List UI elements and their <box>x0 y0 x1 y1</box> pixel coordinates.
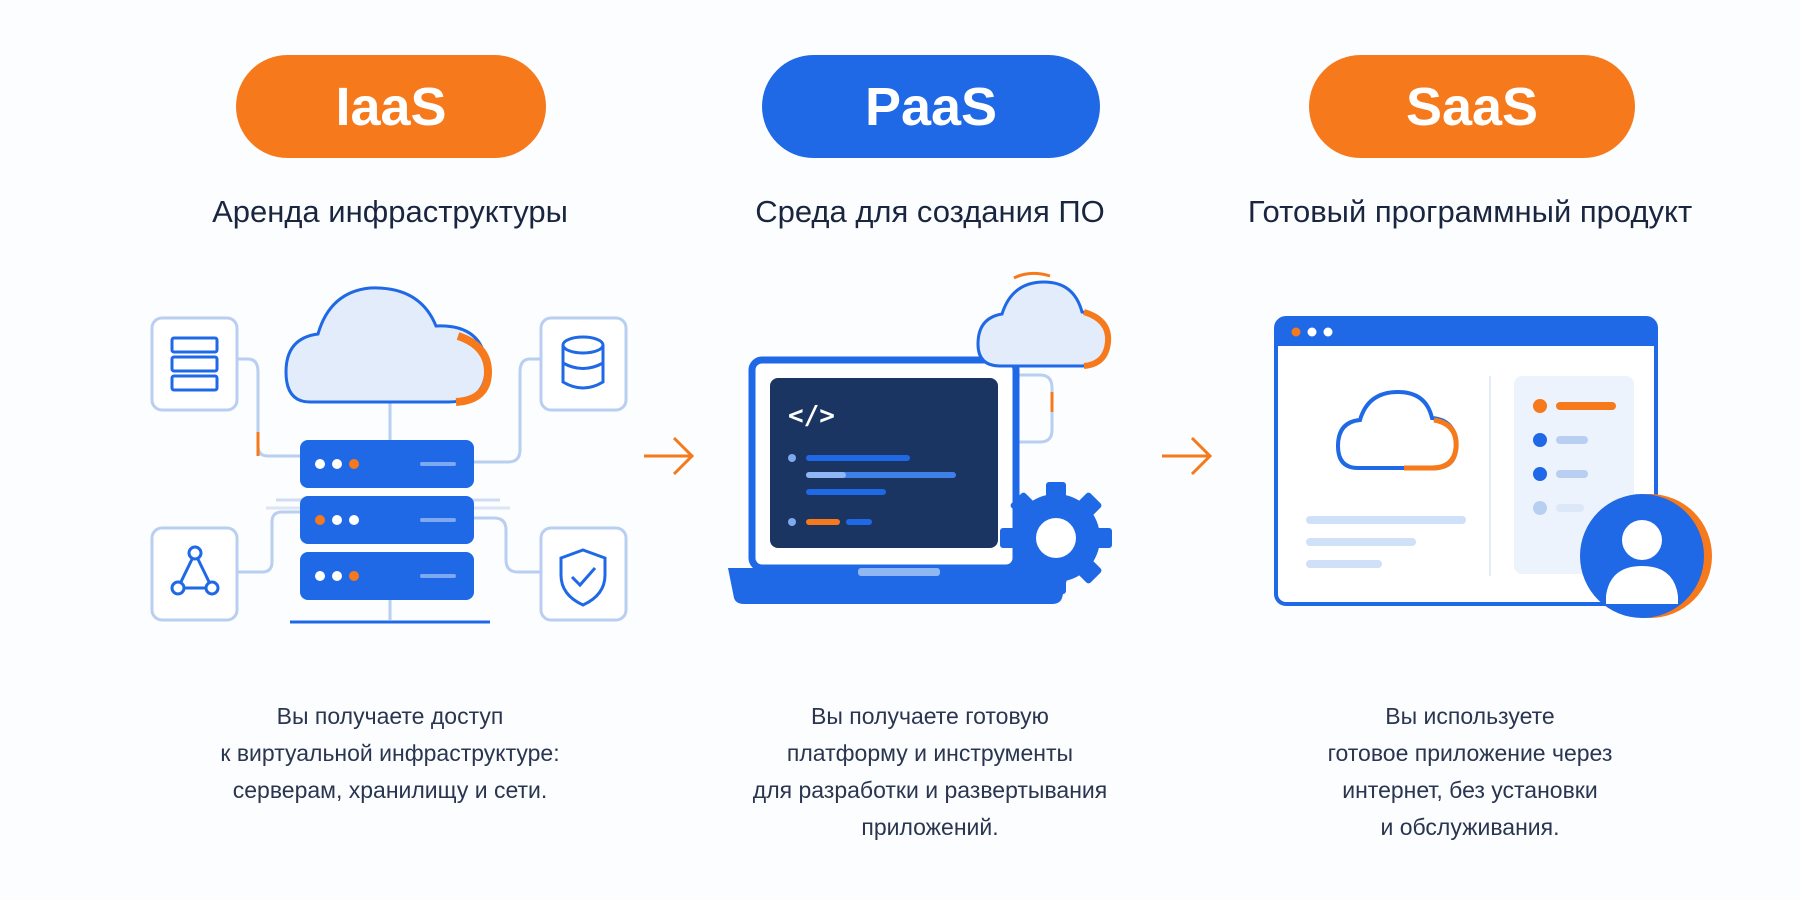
paas-connector <box>1014 373 1054 444</box>
paas-description-line: приложений. <box>861 814 999 840</box>
cloud-icon <box>976 271 1112 369</box>
saas-description-line: и обслуживания. <box>1380 814 1560 840</box>
saas-badge: SaaS <box>1309 55 1635 158</box>
iaas-badge: IaaS <box>236 55 546 158</box>
paas-subtitle: Среда для создания ПО <box>755 194 1105 229</box>
saas-subtitle: Готовый программный продукт <box>1247 194 1693 229</box>
iaas-description: Вы получаете доступ к виртуальной инфрас… <box>170 698 610 809</box>
server-rack-icon <box>290 440 490 624</box>
network-nodes-icon <box>150 526 239 622</box>
saas-illustration <box>1274 316 1712 618</box>
laptop-icon <box>728 356 1070 604</box>
server-list-icon <box>150 316 239 412</box>
paas-badge: PaaS <box>762 55 1100 158</box>
database-icon <box>539 316 628 412</box>
paas-description-line: для разработки и развертывания <box>752 777 1108 803</box>
saas-description-line: интернет, без установки <box>1342 777 1598 803</box>
iaas-description-line: к виртуальной инфраструктуре: <box>220 740 560 766</box>
saas-description-line: готовое приложение через <box>1327 740 1613 766</box>
saas-description-line: Вы используете <box>1385 703 1555 729</box>
shield-check-icon <box>539 526 628 622</box>
gear-icon <box>1000 482 1112 594</box>
iaas-description-line: серверам, хранилищу и сети. <box>232 777 548 803</box>
code-icon: </> <box>788 401 956 526</box>
iaas-illustration <box>150 286 628 624</box>
user-avatar-icon <box>1580 494 1712 618</box>
arrow-right-icon <box>644 436 695 476</box>
iaas-subtitle: Аренда инфраструктуры <box>212 194 568 229</box>
paas-illustration: </> <box>728 271 1112 604</box>
saas-description: Вы используете готовое приложение через … <box>1240 698 1700 846</box>
paas-description-line: Вы получаете готовую <box>811 703 1049 729</box>
paas-description-line: платформу и инструменты <box>786 740 1074 766</box>
cloud-icon <box>284 286 493 406</box>
cloud-icon <box>1335 389 1459 471</box>
arrow-right-icon <box>1162 436 1213 476</box>
iaas-description-line: Вы получаете доступ <box>276 703 504 729</box>
paas-description: Вы получаете готовую платформу и инструм… <box>700 698 1160 846</box>
code-symbol: </> <box>788 401 835 431</box>
